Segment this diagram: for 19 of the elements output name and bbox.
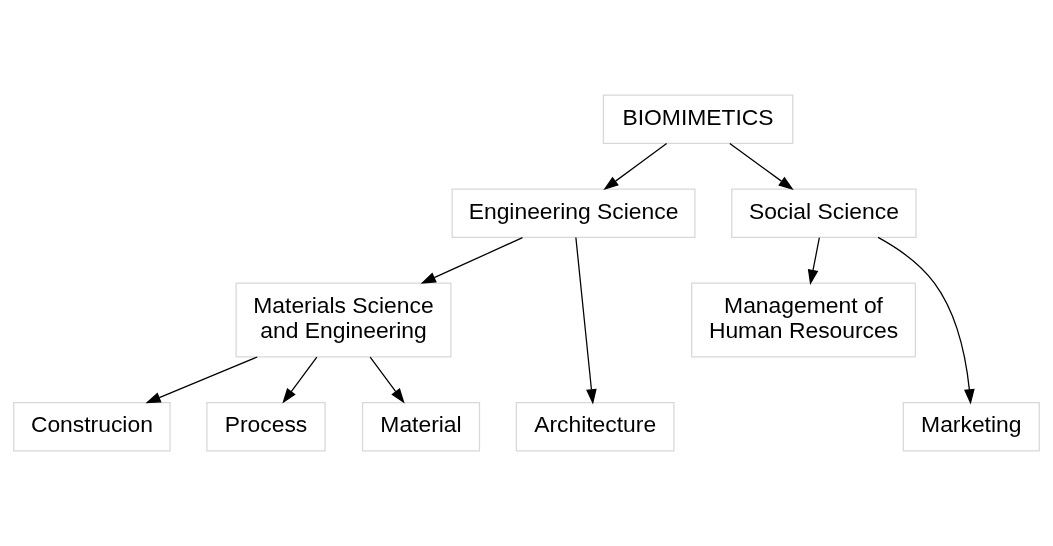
node-box: Engineering Science: [451, 188, 696, 239]
node-box: Material: [361, 402, 481, 452]
node-box: Construcion: [13, 402, 171, 452]
node-box: Process: [206, 402, 326, 452]
arrow: [282, 356, 318, 404]
node-box: Management of Human Resources: [691, 282, 916, 358]
arrow: [575, 236, 597, 405]
arrow: [729, 142, 794, 191]
arrow: [420, 237, 524, 284]
arrow: [877, 236, 975, 405]
arrow: [369, 356, 405, 404]
arrow: [145, 356, 258, 404]
node-box: BIOMIMETICS: [602, 94, 794, 144]
node-box: Marketing: [902, 402, 1040, 452]
arrow: [603, 142, 668, 191]
node-box: Architecture: [515, 402, 675, 452]
node-box: Materials Science and Engineering: [235, 282, 452, 358]
arrow: [807, 237, 820, 285]
node-box: Social Science: [731, 188, 917, 239]
